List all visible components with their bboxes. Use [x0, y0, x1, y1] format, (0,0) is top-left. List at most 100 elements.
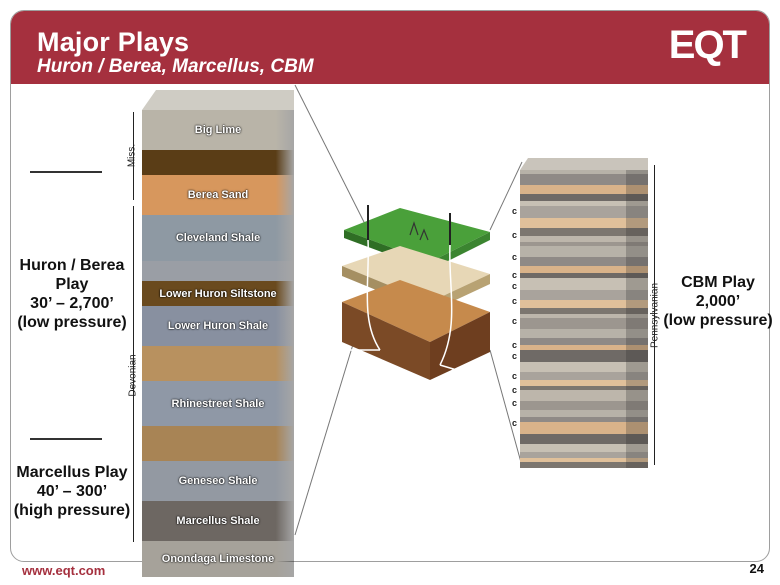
coal-band [520, 273, 648, 278]
coal-seam-marker: c [512, 252, 518, 262]
rock-layer: Berea Sand [142, 175, 294, 215]
coal-band [520, 444, 648, 452]
miss-bracket-label: Miss. [126, 143, 138, 168]
coal-seam-marker: c [512, 418, 518, 428]
rock-layer-label: Geneseo Shale [178, 475, 258, 487]
devonian-bracket [133, 206, 134, 542]
coal-seam-marker: c [512, 296, 518, 306]
coal-band [520, 401, 648, 410]
rock-layer-label: Lower Huron Shale [167, 320, 269, 332]
coal-band [520, 170, 648, 174]
rock-layer [142, 150, 294, 175]
huron-line-3: 30’ – 2,700’ [30, 295, 114, 312]
coal-seam-marker: c [512, 398, 518, 408]
rock-layer: Lower Huron Siltstone [142, 281, 294, 306]
rock-layer [142, 346, 294, 381]
right-stratigraphic-column [520, 158, 648, 468]
cbm-line-3: (low pressure) [663, 312, 773, 329]
coal-seam-marker: c [512, 270, 518, 280]
devonian-bracket-label: Devonian [127, 354, 139, 397]
coal-band [520, 452, 648, 458]
coal-seam-marker: c [512, 281, 518, 291]
marcellus-play-label: Marcellus Play 40’ – 300’ (high pressure… [8, 463, 136, 520]
pennsylvanian-bracket [654, 165, 655, 465]
cbm-line-2: 2,000’ [695, 293, 741, 310]
coal-seam-marker: c [512, 206, 518, 216]
coal-band [520, 278, 648, 290]
coal-band [520, 228, 648, 236]
coal-band [520, 290, 648, 300]
coal-band [520, 350, 648, 362]
rock-layer: Rhinestreet Shale [142, 381, 294, 426]
coal-band [520, 458, 648, 462]
huron-play-label: Huron / Berea Play 30’ – 2,700’ (low pre… [10, 256, 134, 332]
rock-layer: Cleveland Shale [142, 215, 294, 261]
coal-band [520, 242, 648, 246]
coal-band [520, 422, 648, 434]
slide-subtitle: Huron / Berea, Marcellus, CBM [37, 56, 314, 77]
coal-band [520, 362, 648, 372]
huron-line-4: (low pressure) [17, 314, 127, 331]
coal-seam-marker: c [512, 351, 518, 361]
rock-layer-label: Onondaga Limestone [161, 553, 275, 565]
rock-layer: Big Lime [142, 110, 294, 150]
rock-layer: Geneseo Shale [142, 461, 294, 501]
cbm-line-1: CBM Play [681, 274, 755, 291]
rock-layer-label: Berea Sand [187, 189, 249, 201]
coal-band [520, 206, 648, 218]
coal-band [520, 318, 648, 329]
coal-band [520, 380, 648, 386]
footer-url[interactable]: www.eqt.com [22, 563, 106, 578]
coal-seam-marker: c [512, 385, 518, 395]
rock-layer-label: Marcellus Shale [176, 515, 260, 527]
coal-seam-marker: c [512, 371, 518, 381]
coal-band [520, 372, 648, 380]
slide-title: Major Plays [37, 27, 190, 57]
coal-band [520, 390, 648, 401]
rock-layer [142, 261, 294, 281]
coal-band [520, 236, 648, 242]
separator-rule-top [30, 171, 102, 173]
coal-band [520, 329, 648, 338]
coal-band [520, 338, 648, 345]
eqt-logo: EQT [668, 23, 747, 67]
coal-band [520, 218, 648, 228]
huron-line-2: Play [55, 276, 89, 293]
marcellus-line-1: Marcellus Play [16, 464, 128, 481]
rock-layer-label: Lower Huron Siltstone [159, 287, 277, 300]
coal-band [520, 314, 648, 318]
marcellus-line-3: (high pressure) [13, 502, 131, 519]
coal-seam-marker: c [512, 316, 518, 326]
rock-layer: Marcellus Shale [142, 501, 294, 541]
separator-rule-bottom [30, 438, 102, 440]
right-column-art [520, 158, 648, 468]
header-band: Major Plays Huron / Berea, Marcellus, CB… [11, 11, 769, 84]
coal-band [520, 434, 648, 444]
rock-layer-label: Big Lime [194, 124, 242, 136]
pennsylvanian-bracket-label: Pennsylvanian [649, 282, 661, 349]
left-column-top-face [142, 90, 294, 110]
coal-band [520, 417, 648, 422]
coal-band [520, 308, 648, 314]
huron-line-1: Huron / Berea [19, 257, 125, 274]
coal-band [520, 345, 648, 350]
coal-band [520, 194, 648, 201]
coal-band [520, 386, 648, 390]
coal-seam-marker: c [512, 340, 518, 350]
coal-band [520, 246, 648, 257]
coal-band [520, 300, 648, 308]
marcellus-line-2: 40’ – 300’ [36, 483, 108, 500]
rock-layer [142, 426, 294, 461]
coal-band [520, 174, 648, 185]
rock-layer-label: Cleveland Shale [175, 232, 261, 244]
coal-band [520, 462, 648, 468]
page-number: 24 [749, 561, 764, 576]
coal-band [520, 266, 648, 273]
coal-band [520, 201, 648, 206]
cbm-play-label: CBM Play 2,000’ (low pressure) [660, 273, 776, 330]
reservoir-3d-illustration [294, 84, 523, 536]
miss-bracket [133, 112, 134, 200]
coal-band [520, 257, 648, 266]
rock-layer: Lower Huron Shale [142, 306, 294, 346]
